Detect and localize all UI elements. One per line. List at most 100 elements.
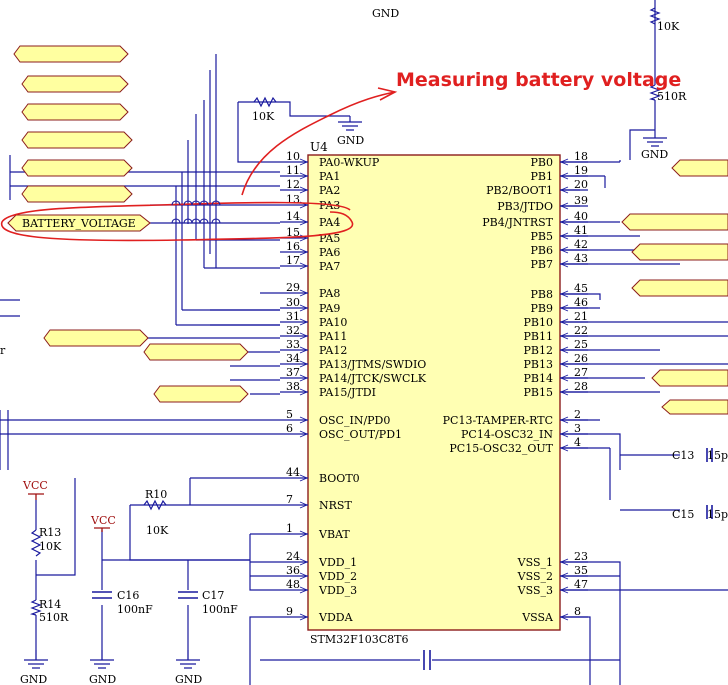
right-pin-name: PB8 xyxy=(531,288,553,301)
left-pin-name: PA7 xyxy=(319,260,340,273)
pin-arrow-icon xyxy=(299,304,309,312)
left-pin-number: 10 xyxy=(286,150,300,163)
left-pin-name: OSC_OUT/PD1 xyxy=(319,428,402,441)
c17-value: 100nF xyxy=(202,603,238,616)
right-pin-number: 19 xyxy=(574,164,588,177)
right-pin-number: 22 xyxy=(574,324,588,337)
right-pin-name: PB0 xyxy=(531,156,553,169)
c16-value: 100nF xyxy=(117,603,153,616)
pin-arrow-icon xyxy=(559,202,569,210)
left-pin-number: 13 xyxy=(286,193,300,206)
left-pin-number: 32 xyxy=(286,324,300,337)
pin-arrow-icon xyxy=(299,360,309,368)
vcc-r13-label: VCC xyxy=(22,479,48,492)
pin-arrow-icon xyxy=(559,172,569,180)
c13-value: 15p xyxy=(707,449,728,462)
pin-arrow-icon xyxy=(559,360,569,368)
right-pin-number: 2 xyxy=(574,408,581,421)
resistor-r13 xyxy=(30,529,42,557)
left-pin-number: 37 xyxy=(286,366,300,379)
left-pin-number: 7 xyxy=(286,493,293,506)
vcc-c16-label: VCC xyxy=(90,514,116,527)
resistor-r14 xyxy=(29,599,42,616)
battery-voltage-net-label[interactable]: BATTERY_VOLTAGE xyxy=(7,214,151,232)
right-pin-name: PB10 xyxy=(524,316,553,329)
gnd-r14 xyxy=(24,659,48,669)
pin-arrow-icon xyxy=(299,501,309,509)
right-pin-name: PB5 xyxy=(531,230,553,243)
left-pin-number: 34 xyxy=(286,352,300,365)
right-pin-name: VSS_2 xyxy=(517,570,553,583)
right-pin-name: PB11 xyxy=(524,330,553,343)
pin-arrow-icon xyxy=(299,374,309,382)
pin-arrow-icon xyxy=(299,430,309,438)
gnd-c17 xyxy=(176,659,200,669)
pin-arrow-icon xyxy=(559,444,569,452)
left-pin-name: PA3 xyxy=(319,199,340,212)
pin-arrow-icon xyxy=(559,290,569,298)
r10-ref: R10 xyxy=(145,488,167,501)
right-pin-name: PB15 xyxy=(524,386,553,399)
right-pin-number: 28 xyxy=(574,380,588,393)
annotation-text: Measuring battery voltage xyxy=(396,69,681,91)
pin-arrow-icon xyxy=(299,474,309,482)
pin-arrow-icon xyxy=(299,158,309,166)
left-pin-name: PA4 xyxy=(319,216,340,229)
left-pin-number: 29 xyxy=(286,281,300,294)
gnd-label-c17: GND xyxy=(175,673,202,685)
gnd-label-feedback: GND xyxy=(337,134,364,147)
right-pin-number: 27 xyxy=(574,366,588,379)
right-pin-number: 26 xyxy=(574,352,588,365)
c15-value: 15p xyxy=(707,508,728,521)
left-pin-name: VDDA xyxy=(318,611,354,624)
left-pin-number: 48 xyxy=(286,578,300,591)
right-pin-number: 4 xyxy=(574,436,581,449)
pin-arrow-icon xyxy=(299,530,309,538)
left-pin-name: PA2 xyxy=(319,184,340,197)
left-pin-number: 6 xyxy=(286,422,293,435)
left-pin-number: 44 xyxy=(286,466,300,479)
wire-crossover-hops xyxy=(171,200,221,224)
right-pin-number: 47 xyxy=(574,578,588,591)
resistor-top-feedback-value: 10K xyxy=(252,110,275,123)
pin-arrow-icon xyxy=(559,430,569,438)
r14-value: 510R xyxy=(39,611,69,624)
chip-ref-label: U4 xyxy=(310,140,328,154)
pin-arrow-icon xyxy=(559,586,569,594)
pin-arrow-icon xyxy=(559,374,569,382)
resistor-symbols xyxy=(29,7,661,616)
pin-arrow-icon xyxy=(299,186,309,194)
right-pin-number: 23 xyxy=(574,550,588,563)
right-pin-name: PB1 xyxy=(531,170,553,183)
annotation-arrow xyxy=(241,87,398,196)
pin-arrow-icon xyxy=(299,572,309,580)
right-pin-column: 18PB019PB120PB2/BOOT139PB3/JTDO40PB4/JNT… xyxy=(443,150,588,624)
left-edge-r-fragment: r xyxy=(0,344,6,357)
mcu-chip-body xyxy=(307,154,561,631)
right-pin-name: PB2/BOOT1 xyxy=(486,184,553,197)
right-pin-number: 46 xyxy=(574,296,588,309)
pin-arrow-icon xyxy=(299,172,309,180)
right-pin-name: PB7 xyxy=(531,258,553,271)
left-pin-number: 24 xyxy=(286,550,300,563)
right-pin-number: 8 xyxy=(574,605,581,618)
pin-arrow-icon xyxy=(299,248,309,256)
c15-ref: C15 xyxy=(672,508,694,521)
chip-part-label: STM32F103C8T6 xyxy=(310,633,409,646)
gnd-label-r14: GND xyxy=(20,673,47,685)
pin-arrow-icon xyxy=(559,232,569,240)
left-pin-name: PA9 xyxy=(319,302,340,315)
pin-arrow-icon xyxy=(299,218,309,226)
left-pin-name: NRST xyxy=(319,499,352,512)
left-pin-number: 31 xyxy=(286,310,300,323)
pin-arrow-icon xyxy=(299,416,309,424)
right-pin-name: PB3/JTDO xyxy=(497,200,553,213)
left-pin-name: VBAT xyxy=(318,528,350,541)
capacitor-c17 xyxy=(178,591,198,599)
right-pin-number: 21 xyxy=(574,310,588,323)
pin-arrow-icon xyxy=(299,558,309,566)
gnd-label-top-cut: GND xyxy=(372,7,399,20)
